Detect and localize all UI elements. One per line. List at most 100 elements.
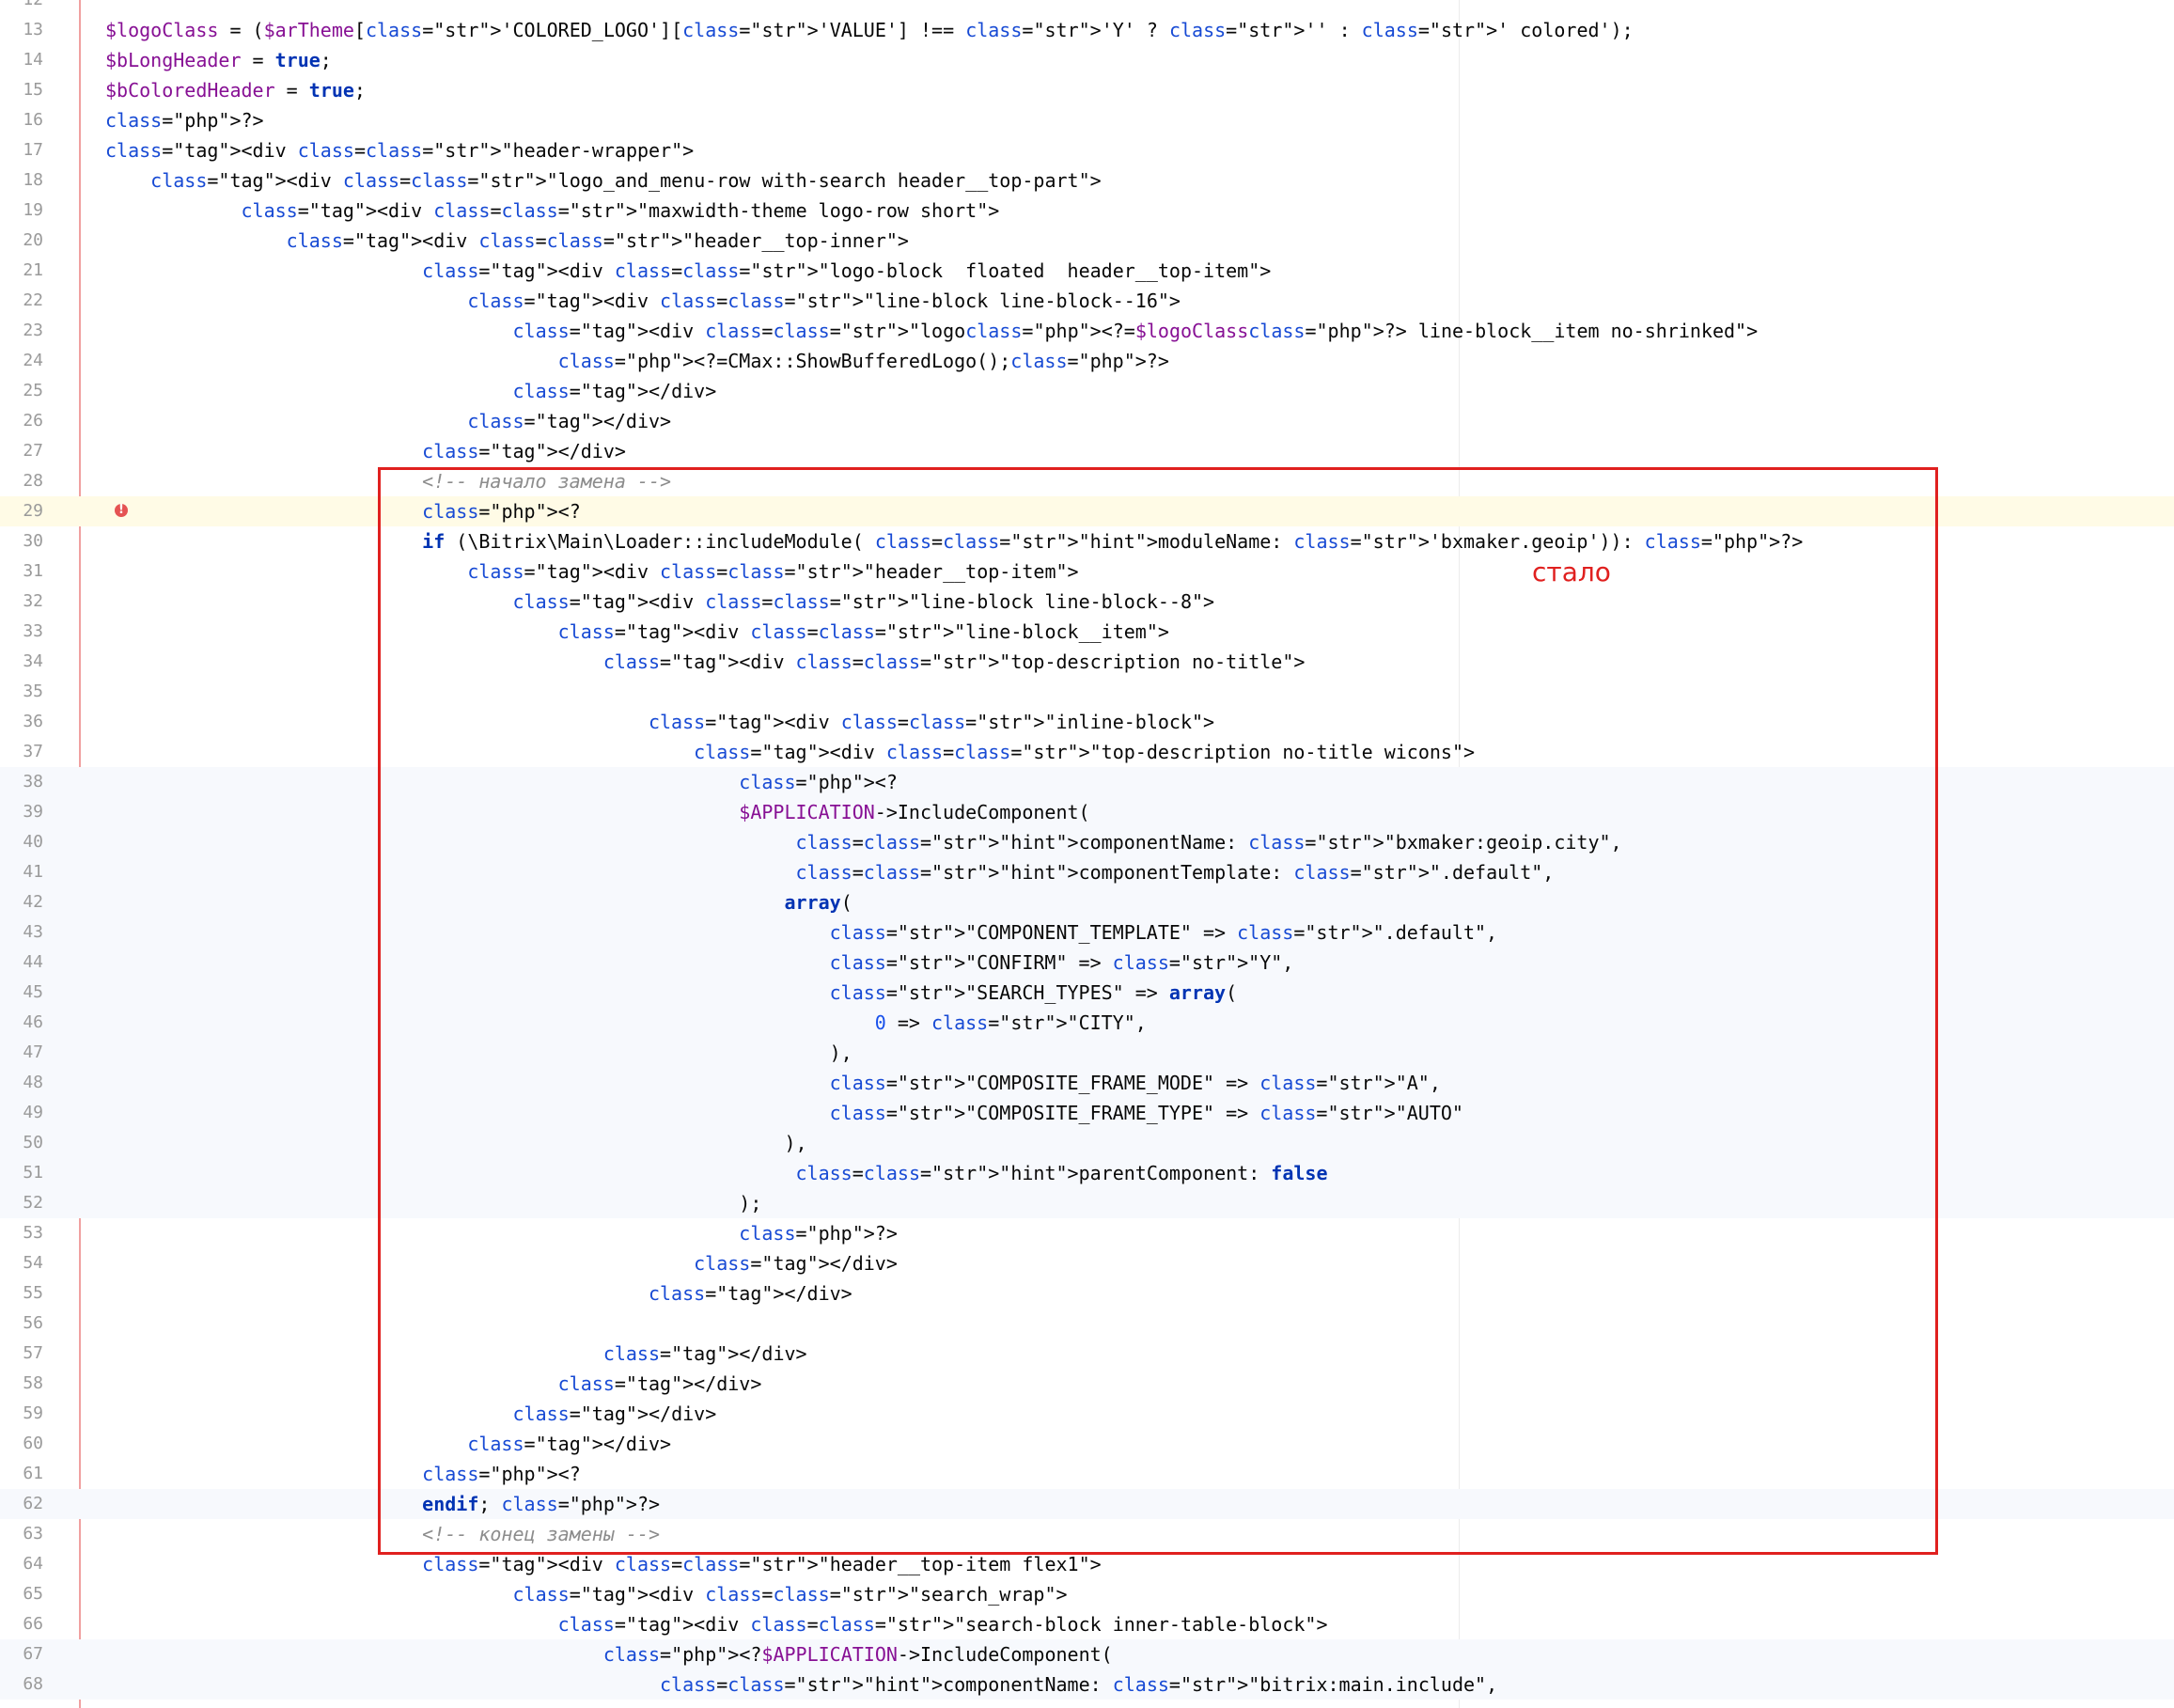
code-line[interactable]: 45 class="str">"SEARCH_TYPES" => array( — [0, 978, 2174, 1008]
code-line[interactable]: 59 class="tag"></div> — [0, 1399, 2174, 1429]
line-code: class="tag"></div> — [557, 1372, 762, 1395]
code-line[interactable]: 26 class="tag"></div> — [0, 406, 2174, 436]
code-line[interactable]: 33 class="tag"><div class=class="str">"l… — [0, 617, 2174, 647]
code-line[interactable]: 20 class="tag"><div class=class="str">"h… — [0, 226, 2174, 256]
line-number: 37 — [23, 742, 43, 761]
line-code: class=class="str">"hint">componentTempla… — [795, 861, 1555, 884]
code-line[interactable]: 53 class="php">?> — [0, 1218, 2174, 1248]
code-line[interactable]: 28 <!-- начало замена --> — [0, 466, 2174, 496]
code-line[interactable]: 39 $APPLICATION->IncludeComponent( — [0, 797, 2174, 827]
code-line[interactable]: 56 — [0, 1308, 2174, 1339]
code-line[interactable]: 63 <!-- конец замены --> — [0, 1519, 2174, 1549]
code-line[interactable]: 35 — [0, 677, 2174, 707]
line-code: <!-- начало замена --> — [105, 470, 672, 493]
code-line[interactable]: 36 class="tag"><div class=class="str">"i… — [0, 707, 2174, 737]
code-line[interactable]: 58 class="tag"></div> — [0, 1369, 2174, 1399]
code-line[interactable]: 37 class="tag"><div class=class="str">"t… — [0, 737, 2174, 767]
code-line[interactable]: 52 ); — [0, 1188, 2174, 1218]
code-line[interactable]: 57 class="tag"></div> — [0, 1339, 2174, 1369]
line-number: 20 — [23, 230, 43, 250]
code-line[interactable]: 30 if (\Bitrix\Main\Loader::includeModul… — [0, 526, 2174, 556]
code-line[interactable]: 41 class=class="str">"hint">componentTem… — [0, 857, 2174, 887]
line-code: class="php"><?=CMax::ShowBufferedLogo();… — [557, 350, 1169, 372]
code-line[interactable]: 67 class="php"><?$APPLICATION->IncludeCo… — [0, 1639, 2174, 1669]
code-line[interactable]: 32 class="tag"><div class=class="str">"l… — [0, 587, 2174, 617]
line-number: 31 — [23, 561, 43, 581]
line-number: 32 — [23, 591, 43, 611]
line-code: class="tag"><div class=class="str">"line… — [467, 290, 1181, 312]
code-line[interactable]: 18 class="tag"><div class=class="str">"l… — [0, 165, 2174, 196]
line-code: class="tag"></div> — [512, 380, 717, 402]
line-number: 39 — [23, 802, 43, 822]
code-line[interactable]: 42 array( — [0, 887, 2174, 917]
line-code: $bLongHeader = true; — [105, 49, 332, 71]
code-line[interactable]: 14$bLongHeader = true; — [0, 45, 2174, 75]
code-line[interactable]: 50 ), — [0, 1128, 2174, 1158]
code-line[interactable]: 22 class="tag"><div class=class="str">"l… — [0, 286, 2174, 316]
code-line[interactable]: 55 class="tag"></div> — [0, 1278, 2174, 1308]
code-line[interactable]: 65 class="tag"><div class=class="str">"s… — [0, 1579, 2174, 1609]
line-code: class="php">?> — [105, 109, 264, 132]
line-code: class="tag"><div class=class="str">"logo… — [150, 169, 1102, 192]
line-number: 16 — [23, 110, 43, 130]
line-code: ); — [105, 1192, 762, 1214]
line-number: 67 — [23, 1644, 43, 1664]
code-line[interactable]: 48 class="str">"COMPOSITE_FRAME_MODE" =>… — [0, 1068, 2174, 1098]
line-code: class="tag"><div class=class="str">"line… — [512, 590, 1215, 613]
line-number: 29 — [23, 501, 43, 521]
code-line[interactable]: 31 class="tag"><div class=class="str">"h… — [0, 556, 2174, 587]
code-line[interactable]: 24 class="php"><?=CMax::ShowBufferedLogo… — [0, 346, 2174, 376]
line-number: 64 — [23, 1554, 43, 1574]
line-code: ), — [105, 1042, 852, 1064]
line-code: class="str">"COMPOSITE_FRAME_MODE" => cl… — [829, 1072, 1441, 1094]
code-line[interactable]: 15$bColoredHeader = true; — [0, 75, 2174, 105]
line-code: class="php"><? — [422, 1463, 581, 1485]
line-code: class="str">"COMPONENT_TEMPLATE" => clas… — [829, 921, 1498, 944]
line-code: class="tag"></div> — [648, 1282, 852, 1305]
code-line[interactable]: 60 class="tag"></div> — [0, 1429, 2174, 1459]
code-line[interactable]: 46 0 => class="str">"CITY", — [0, 1008, 2174, 1038]
line-code: class="php"><? — [422, 500, 581, 523]
line-code: class="tag"><div class=class="str">"logo… — [422, 259, 1272, 282]
line-code: $logoClass = ($arTheme[class="str">'COLO… — [105, 19, 1634, 41]
code-line[interactable]: 44 class="str">"CONFIRM" => class="str">… — [0, 948, 2174, 978]
line-code: class="php"><?$APPLICATION->IncludeCompo… — [602, 1643, 1113, 1666]
code-line[interactable]: 34 class="tag"><div class=class="str">"t… — [0, 647, 2174, 677]
code-line[interactable]: 54 class="tag"></div> — [0, 1248, 2174, 1278]
code-line[interactable]: 64 class="tag"><div class=class="str">"h… — [0, 1549, 2174, 1579]
code-line[interactable]: 23 class="tag"><div class=class="str">"l… — [0, 316, 2174, 346]
line-code: class="tag"><div class=class="str">"sear… — [512, 1583, 1068, 1606]
line-number: 63 — [23, 1524, 43, 1543]
line-code: class="tag"><div class=class="str">"top-… — [602, 650, 1306, 673]
line-number: 36 — [23, 712, 43, 731]
code-line[interactable]: 13$logoClass = ($arTheme[class="str">'CO… — [0, 15, 2174, 45]
line-number: 40 — [23, 832, 43, 852]
line-number: 65 — [23, 1584, 43, 1604]
code-line[interactable]: 66 class="tag"><div class=class="str">"s… — [0, 1609, 2174, 1639]
code-line[interactable]: 51 class=class="str">"hint">parentCompon… — [0, 1158, 2174, 1188]
line-number: 60 — [23, 1434, 43, 1453]
code-line[interactable]: 12 — [0, 0, 2174, 15]
code-line[interactable]: 47 ), — [0, 1038, 2174, 1068]
line-code: class="tag"><div class=class="str">"top-… — [694, 741, 1476, 763]
line-code: class=class="str">"hint">parentComponent… — [795, 1162, 1328, 1184]
code-line[interactable]: 62 endif; class="php">?> — [0, 1489, 2174, 1519]
code-line[interactable]: 38 class="php"><? — [0, 767, 2174, 797]
code-line[interactable]: 68 class=class="str">"hint">componentNam… — [0, 1669, 2174, 1700]
code-line[interactable]: 25 class="tag"></div> — [0, 376, 2174, 406]
code-line[interactable]: 19 class="tag"><div class=class="str">"m… — [0, 196, 2174, 226]
code-line[interactable]: 27 class="tag"></div> — [0, 436, 2174, 466]
code-line[interactable]: 43 class="str">"COMPONENT_TEMPLATE" => c… — [0, 917, 2174, 948]
code-line[interactable]: 21 class="tag"><div class=class="str">"l… — [0, 256, 2174, 286]
code-line[interactable]: 29 class="php"><? — [0, 495, 2174, 526]
code-line[interactable]: 49 class="str">"COMPOSITE_FRAME_TYPE" =>… — [0, 1098, 2174, 1128]
line-number: 41 — [23, 862, 43, 882]
code-line[interactable]: 61 class="php"><? — [0, 1459, 2174, 1489]
code-line[interactable]: 16 class="php">?> — [0, 105, 2174, 135]
line-number: 49 — [23, 1103, 43, 1122]
code-line[interactable]: 40 class=class="str">"hint">componentNam… — [0, 827, 2174, 857]
error-marker-icon[interactable] — [115, 495, 128, 525]
line-number: 30 — [23, 531, 43, 551]
